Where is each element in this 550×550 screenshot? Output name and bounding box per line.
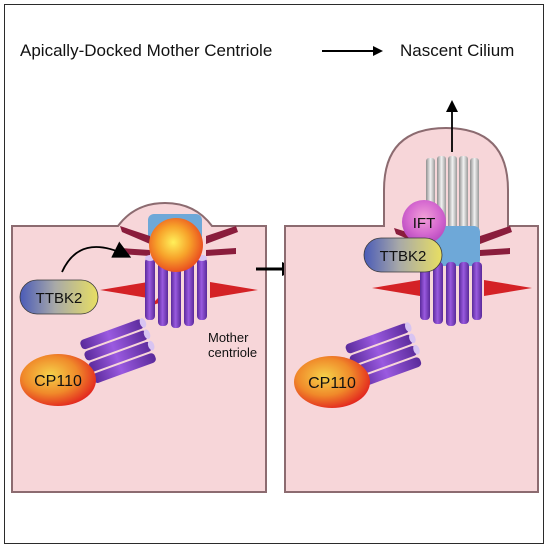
ttbk2-pill-right: TTBK2 [363, 237, 443, 273]
daughter-centriole-left [80, 318, 156, 383]
cilium-growth-arrow-head [446, 100, 458, 112]
left-title: Apically-Docked Mother Centriole [20, 41, 272, 60]
daughter-centriole-right [345, 322, 422, 388]
svg-text:TTBK2: TTBK2 [36, 290, 83, 307]
mother-centriole-left [145, 255, 207, 328]
cp110-oval-right: CP110 [294, 356, 370, 408]
right-cell [284, 126, 539, 493]
svg-text:IFT: IFT [413, 215, 436, 232]
recruitment-arrow [61, 241, 132, 273]
basal-body-right [420, 262, 482, 326]
right-title: Nascent Cilium [400, 41, 514, 60]
cp110-cap-left [149, 218, 203, 272]
ift-blob: IFT [402, 200, 446, 244]
svg-text:TTBK2: TTBK2 [380, 248, 427, 265]
ttbk2-pill-left: TTBK2 [19, 279, 99, 315]
mother-centriole-label-2: centriole [208, 345, 257, 360]
mother-centriole-label-1: Mother [208, 330, 249, 345]
svg-text:CP110: CP110 [308, 375, 356, 392]
cp110-oval-left: CP110 [20, 354, 96, 406]
title-arrow-head [373, 46, 383, 56]
svg-text:CP110: CP110 [34, 373, 82, 390]
subdistal-appendages-right [372, 280, 532, 296]
